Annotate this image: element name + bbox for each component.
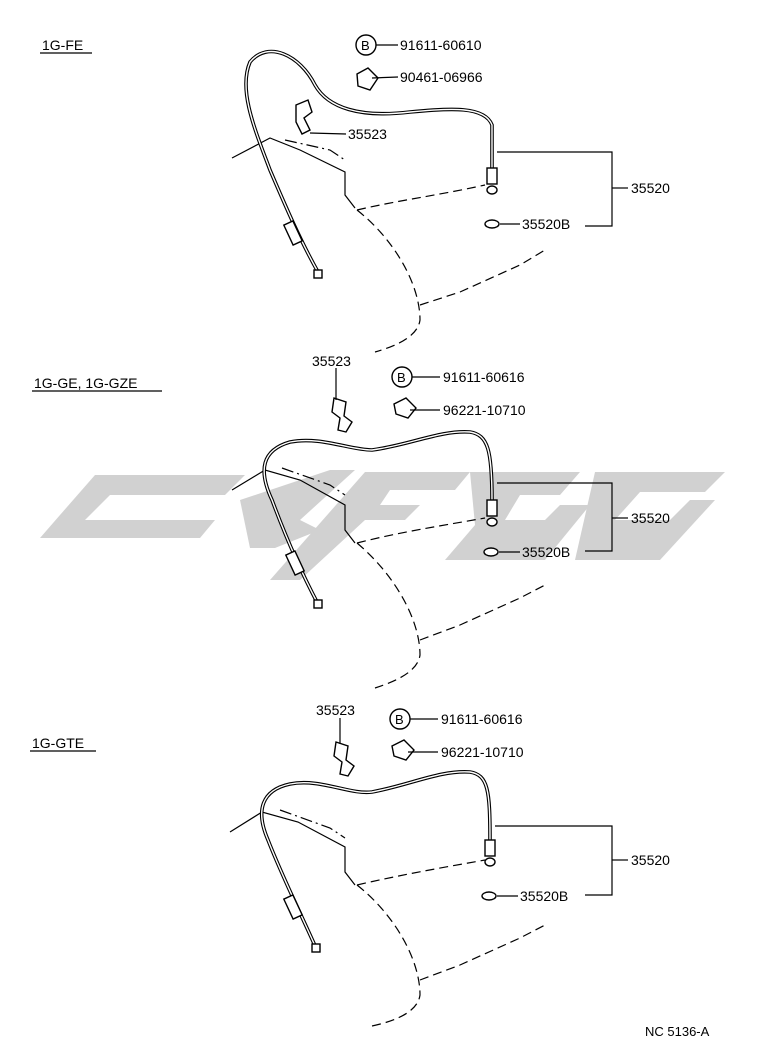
housing-dashed-contour <box>356 859 486 886</box>
leader-line <box>309 132 347 135</box>
housing-dashdot-line <box>279 809 346 839</box>
diagram-code: NC 5136-A <box>645 1024 710 1039</box>
cable-adjuster <box>284 549 306 577</box>
housing-dashed-contour <box>356 542 421 689</box>
ring-gasket <box>481 891 497 901</box>
section-1g-fe: 1G-FE B 91611-60610 90461-06966 <box>40 34 670 353</box>
cable-end-tip <box>313 599 323 609</box>
part-number-bracket: 35523 <box>316 702 355 718</box>
part-number-cable: 35520 <box>631 852 670 868</box>
section-title: 1G-GE, 1G-GZE <box>34 375 137 391</box>
housing-dashed-contour <box>419 924 546 981</box>
bolt-symbol: B <box>395 712 404 727</box>
section-title: 1G-GTE <box>32 735 84 751</box>
part-number-clip: 96221-10710 <box>441 744 524 760</box>
throttle-cable-core <box>263 431 493 605</box>
cable-end-fitting <box>484 839 496 857</box>
throttle-cable-core <box>261 771 491 949</box>
part-number-cable: 35520 <box>631 510 670 526</box>
part-number-bracket: 35523 <box>348 126 387 142</box>
bolt-symbol: B <box>361 38 370 53</box>
cable-end-tip <box>311 943 321 953</box>
section-1g-gte: 1G-GTE B 35523 91611-60616 96221-10710 3… <box>30 702 670 1027</box>
housing-dashed-contour <box>419 584 546 641</box>
section-title: 1G-FE <box>42 37 83 53</box>
housing-dashdot-line <box>284 139 346 161</box>
housing-dashed-contour <box>356 884 421 1027</box>
cable-end-stopper <box>486 185 498 195</box>
watermark-logo <box>40 470 725 580</box>
cable-bracket <box>333 741 355 777</box>
cable-end-fitting <box>486 167 498 185</box>
cable-bracket-leader <box>497 151 613 227</box>
housing-outline <box>229 811 356 886</box>
cable-adjuster <box>282 219 304 247</box>
cable-clip <box>391 739 415 761</box>
part-number-ring: 35520B <box>520 888 568 904</box>
housing-dashed-contour <box>356 209 421 353</box>
leader-line <box>371 76 399 79</box>
cable-bracket-leader <box>495 825 613 896</box>
part-number-ring: 35520B <box>522 544 570 560</box>
cable-adjuster <box>282 893 304 921</box>
part-number-bolt: 91611-60616 <box>441 711 523 727</box>
ring-gasket <box>483 547 499 557</box>
housing-outline <box>231 469 356 544</box>
bolt-symbol: B <box>397 370 406 385</box>
cable-end-stopper <box>484 857 496 867</box>
part-number-bolt: 91611-60616 <box>443 369 525 385</box>
housing-dashed-contour <box>419 249 546 306</box>
cable-end-stopper <box>486 517 498 527</box>
throttle-cable-core <box>245 50 493 273</box>
housing-outline <box>231 137 356 209</box>
housing-dashed-contour <box>356 517 486 544</box>
cable-clip <box>393 397 417 419</box>
part-number-bolt: 91611-60610 <box>400 37 482 53</box>
throttle-cable <box>259 770 492 950</box>
part-number-bracket: 35523 <box>312 353 351 369</box>
housing-dashed-contour <box>356 184 486 211</box>
part-number-clip: 96221-10710 <box>443 402 526 418</box>
cable-bracket <box>295 99 313 135</box>
cable-end-fitting <box>486 499 498 517</box>
ring-gasket <box>484 219 500 229</box>
part-number-clip: 90461-06966 <box>400 69 483 85</box>
cable-clip <box>356 67 379 91</box>
housing-dashdot-line <box>281 467 346 496</box>
cable-end-tip <box>313 269 323 279</box>
part-number-ring: 35520B <box>522 216 570 232</box>
section-1g-ge-1g-gze: 1G-GE, 1G-GZE B 35523 91611-60616 96221-… <box>32 353 670 689</box>
cable-bracket-leader <box>497 482 613 552</box>
part-number-cable: 35520 <box>631 180 670 196</box>
cable-bracket <box>331 397 353 433</box>
